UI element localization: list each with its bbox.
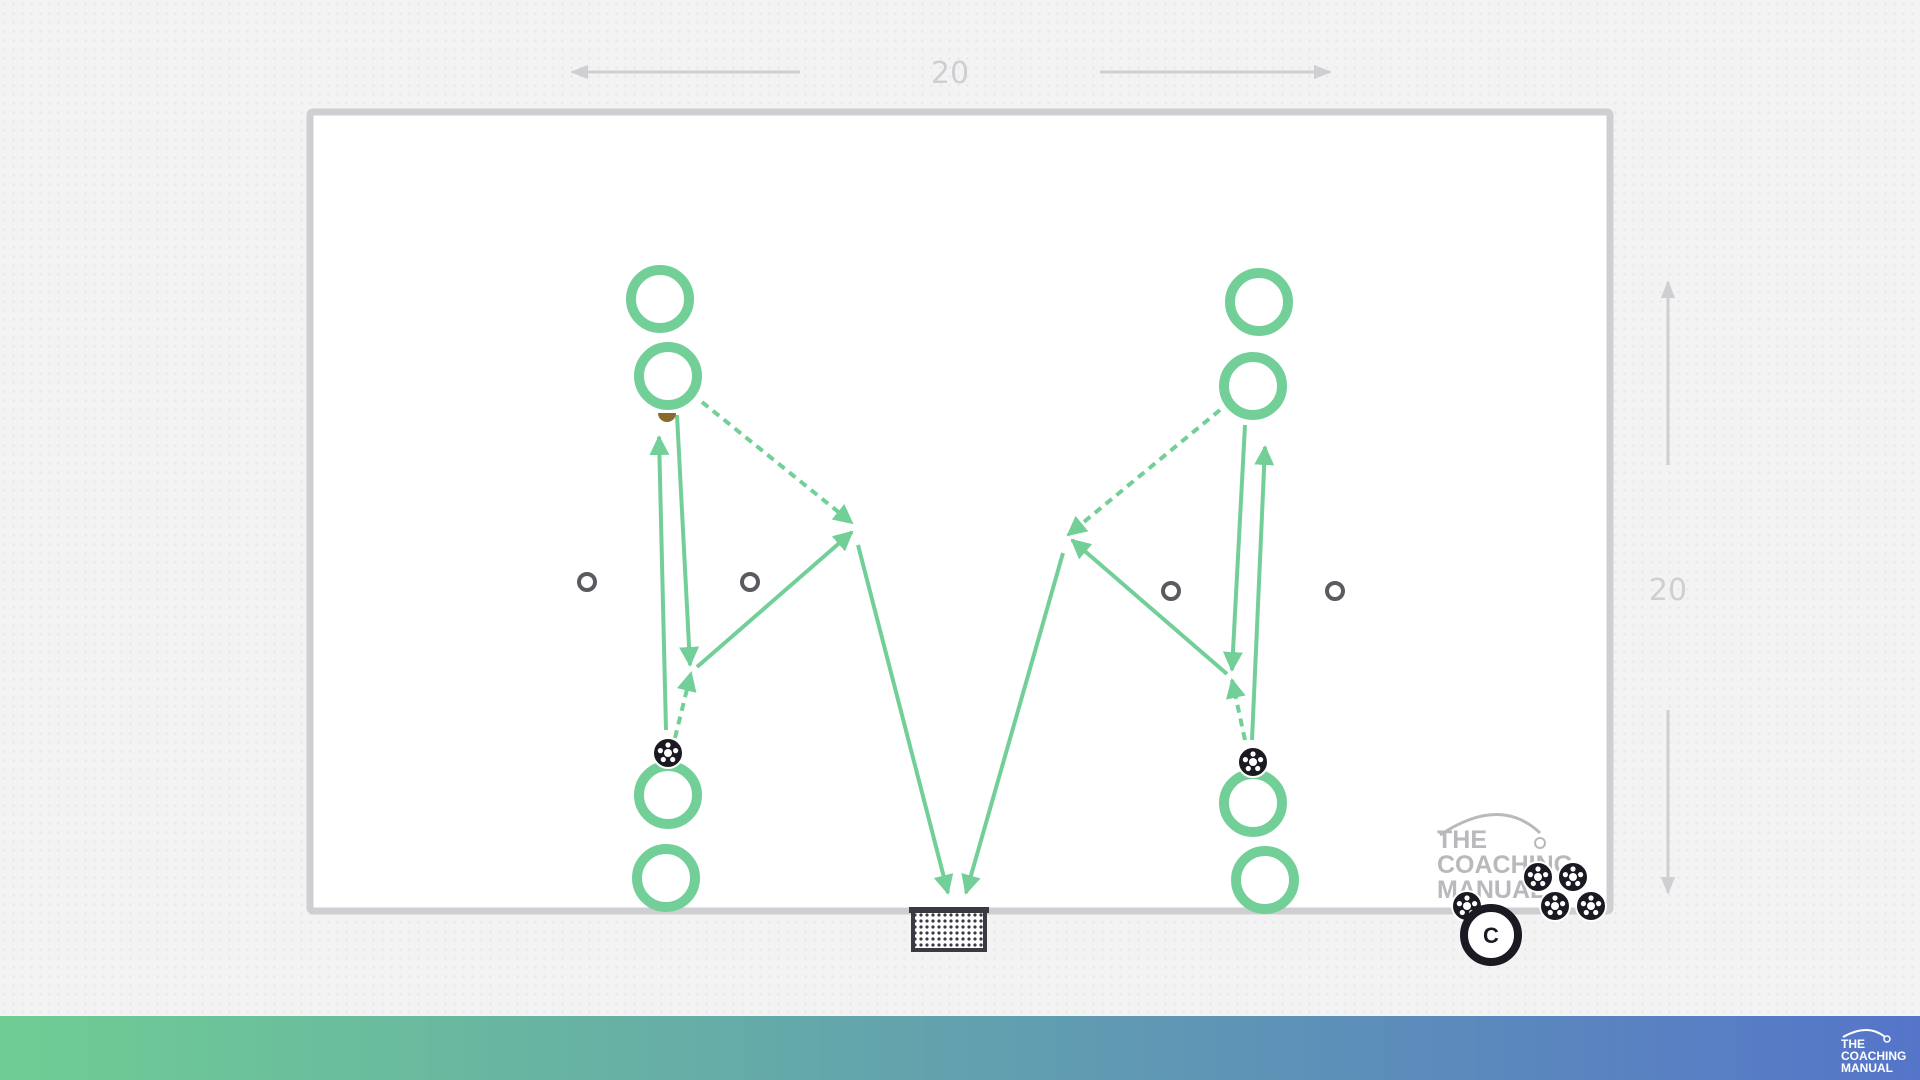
width-dimension: 20 (570, 56, 1332, 91)
ball-icon (1539, 890, 1571, 922)
footer-logo-line-3: MANUAL (1841, 1061, 1893, 1075)
player-ring-icon (626, 265, 694, 333)
run-arrow-dashed (1066, 408, 1222, 537)
cone-icon (1325, 581, 1345, 601)
player-ring-icon (1231, 846, 1299, 914)
pass-arrow (1070, 538, 1229, 676)
pass-arrow (649, 435, 670, 731)
ball-icon (1575, 890, 1607, 922)
run-arrow-dashed (700, 400, 854, 525)
height-label: 20 (1649, 573, 1687, 608)
pass-arrow (695, 530, 854, 669)
footer-logo-line-2: COACHING (1841, 1049, 1906, 1063)
shot-arrow (961, 552, 1065, 895)
logo-ball-icon (1534, 837, 1546, 849)
ball-icon (1522, 861, 1554, 893)
players (626, 265, 1299, 914)
player-ring-icon (1225, 268, 1293, 336)
width-label: 20 (931, 56, 969, 91)
footer-logo-line-1: THE (1841, 1037, 1865, 1051)
player-ring-icon (1219, 769, 1287, 837)
movement-lines (649, 400, 1275, 895)
field-boundary (306, 108, 1614, 915)
player-ring-icon (632, 844, 700, 912)
ball-icon (652, 737, 684, 769)
watermark-line-1: THE (1437, 826, 1487, 854)
cone-icon (1161, 581, 1181, 601)
pass-arrow (1250, 445, 1275, 741)
pass-arrow (675, 414, 700, 667)
cone-icon (740, 572, 760, 592)
coach-badge-label: C (1483, 923, 1499, 948)
run-arrow-dashed (1226, 678, 1247, 741)
player-marker-icon (658, 413, 676, 422)
height-dimension: 20 (1649, 280, 1687, 895)
player-ring-icon (634, 342, 702, 410)
goal-icon (909, 907, 989, 952)
run-arrow-dashed (673, 671, 697, 739)
cone-icon (577, 572, 597, 592)
cones (577, 572, 1345, 601)
coach-icon: C (1460, 904, 1522, 966)
player-ring-icon (1219, 352, 1287, 420)
footer-logo: THE COACHING MANUAL (1841, 1029, 1906, 1075)
ball-icon (1237, 746, 1269, 778)
player-ring-icon (634, 761, 702, 829)
shot-arrow (856, 544, 954, 895)
logo-swoosh-icon (1439, 813, 1542, 837)
footer-bar (0, 1016, 1920, 1080)
ball-icon (1557, 861, 1589, 893)
footer-logo-ball-icon (1883, 1035, 1891, 1043)
footer-logo-swoosh-icon (1842, 1029, 1886, 1038)
pass-arrow (1222, 424, 1247, 672)
